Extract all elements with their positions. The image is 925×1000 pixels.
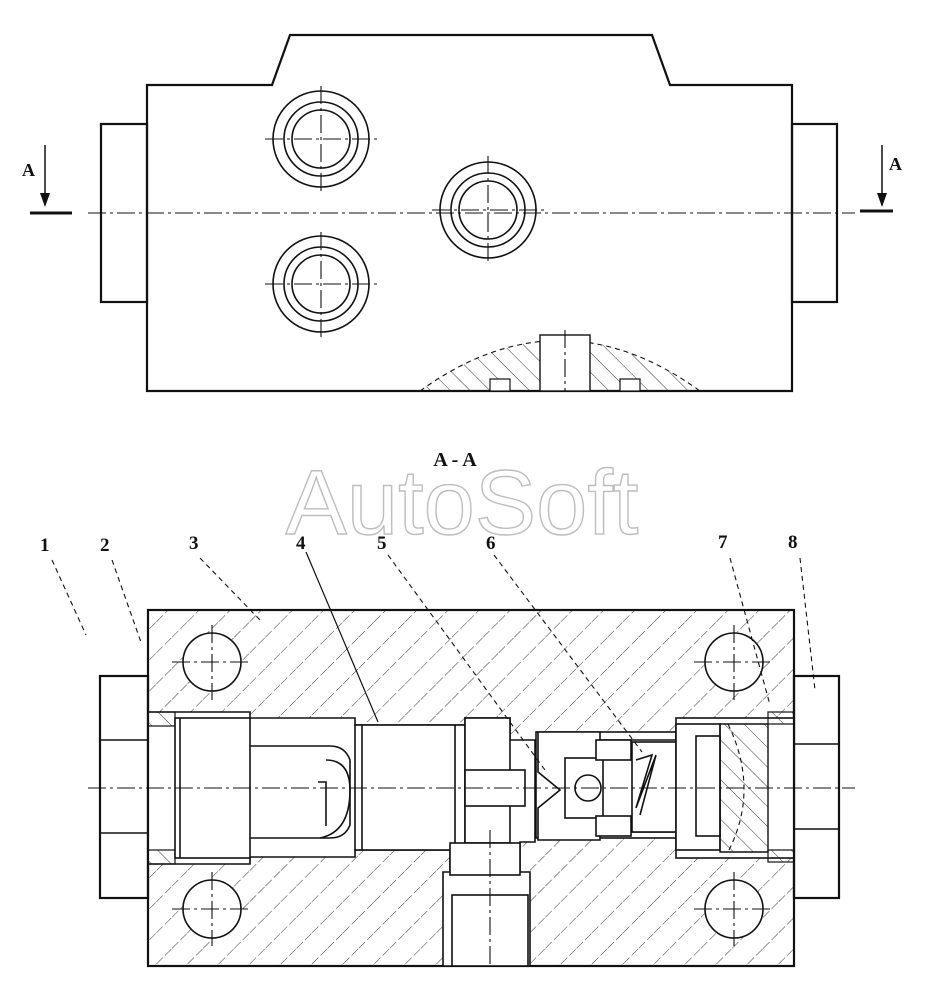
mount-hole-tr <box>694 625 774 700</box>
leader-lines <box>51 551 816 771</box>
part-number-3: 3 <box>189 533 199 554</box>
port-upper-left <box>265 86 378 192</box>
svg-text:A: A <box>889 154 902 174</box>
mount-hole-br <box>694 872 774 946</box>
part-number-6: 6 <box>486 533 496 554</box>
part-6-spring <box>631 741 721 833</box>
port-center-right <box>432 156 545 264</box>
mount-hole-bl <box>172 872 252 946</box>
part-number-4: 4 <box>296 533 306 554</box>
part-2-plug-left <box>98 674 150 900</box>
mount-hole-tl <box>172 625 252 700</box>
watermark: AutoSoft <box>286 452 639 554</box>
port-lower-left <box>265 232 378 340</box>
part-7-seat <box>675 723 769 853</box>
top-partial-section <box>419 330 701 391</box>
section-mark-right: A <box>860 145 902 213</box>
part-8-plug-right <box>792 674 841 900</box>
svg-text:A: A <box>22 160 35 180</box>
part-number-7: 7 <box>718 532 728 553</box>
part-number-1: 1 <box>40 535 50 556</box>
section-view: 1 2 3 4 5 6 7 8 <box>40 532 855 968</box>
section-mark-left: A <box>22 145 72 215</box>
top-view: A A <box>22 33 902 393</box>
part-number-5: 5 <box>377 533 387 554</box>
part-number-2: 2 <box>100 535 110 556</box>
part-number-8: 8 <box>788 532 798 553</box>
top-body-outline <box>145 33 794 393</box>
section-title: A - A <box>433 449 477 471</box>
